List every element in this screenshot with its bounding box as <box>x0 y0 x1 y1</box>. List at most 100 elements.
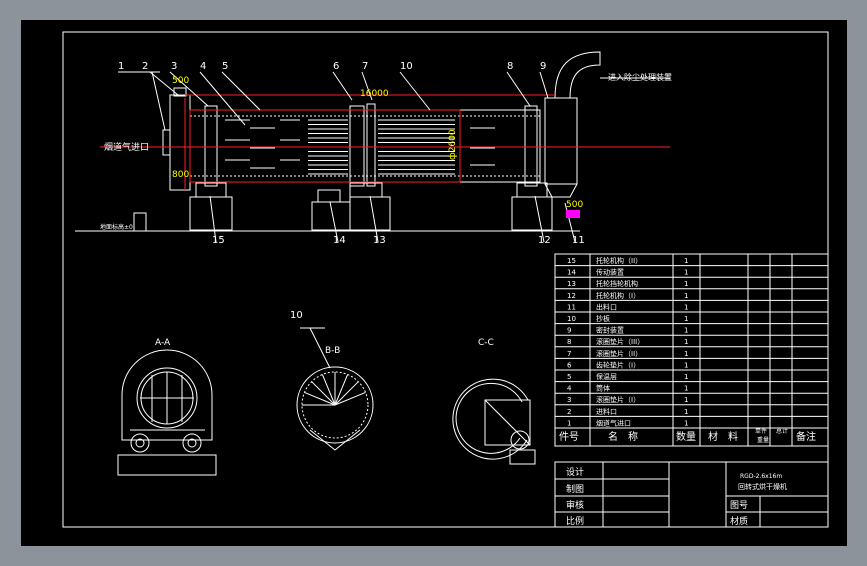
tb-material: 材质 <box>730 515 748 527</box>
bom-cell-name: 滚圈垫片（I） <box>596 395 640 404</box>
bb-spoke <box>304 391 336 406</box>
callout-8: 8 <box>507 61 513 72</box>
section-a-a <box>117 349 217 476</box>
tb-drawing-no: 图号 <box>730 500 748 511</box>
bom-cell-qty: 1 <box>684 338 688 346</box>
section-c-c <box>452 378 536 465</box>
outlet-marker <box>566 210 580 218</box>
bom-cell-qty: 1 <box>684 419 688 427</box>
title-block-text: 设计 制图 审核 比例 RGD-2.6x16m 回转式烘干燥机 图号 材质 <box>566 466 787 527</box>
callout-12: 12 <box>538 235 551 246</box>
bom-cell-name: 托轮挡轮机构 <box>596 279 638 288</box>
dim-500-bottom: 500 <box>566 200 583 210</box>
tb-title-2: 回转式烘干燥机 <box>738 482 787 491</box>
callout-10: 10 <box>400 61 413 72</box>
bom-cell-qty: 1 <box>684 257 688 265</box>
tb-scale: 比例 <box>566 515 584 527</box>
bom-cell-name: 保温层 <box>596 372 617 381</box>
dim-500-top: 500 <box>172 76 189 86</box>
bom-cell-name: 托轮机构（II） <box>596 256 642 265</box>
bom-cell-name: 抄板 <box>596 314 610 323</box>
tyre-3 <box>524 105 538 187</box>
bom-cell-name: 滚圈垫片（III） <box>596 337 644 346</box>
tb-design: 设计 <box>566 466 584 478</box>
floor-label: 地面标高±0 <box>100 223 133 231</box>
callout-leaders <box>118 71 670 131</box>
bb-spoke <box>334 374 349 406</box>
section-b-callout: 10 <box>290 310 303 321</box>
bom-header-remark: 备注 <box>796 430 816 443</box>
tyre-2 <box>349 105 365 187</box>
bom-cell-qty: 1 <box>684 385 688 393</box>
outlet-hood <box>544 97 578 185</box>
bom-cell-no: 5 <box>567 373 571 381</box>
section-b-title: B-B <box>325 346 340 356</box>
bom-header: 件号 名 称 数量 材 料 单件 总计 重量 备注 <box>559 427 816 444</box>
bom-cell-no: 15 <box>567 257 576 265</box>
bom-cell-name: 出料口 <box>596 302 617 311</box>
bom-cell-no: 2 <box>567 408 571 416</box>
bom-cell-qty: 1 <box>684 361 688 369</box>
bom-cell-no: 4 <box>567 385 572 393</box>
bom-header-name: 名 称 <box>608 430 638 443</box>
bom-header-weight: 重量 <box>757 436 769 444</box>
title-block <box>554 461 829 528</box>
callout-15: 15 <box>212 235 225 246</box>
section-c-title: C-C <box>478 338 494 348</box>
tb-title-1: RGD-2.6x16m <box>740 473 782 480</box>
bom-cell-qty: 1 <box>684 350 688 358</box>
outlet-label: 进入除尘处理装置 <box>608 72 672 82</box>
tb-check: 审核 <box>566 499 584 511</box>
callout-4: 4 <box>200 61 206 72</box>
bom-cell-name: 烟道气进口 <box>596 418 631 427</box>
dimension-texts: 500 800 16000 ф2600 500 <box>172 76 583 210</box>
bom-cell-no: 11 <box>567 303 576 311</box>
callout-7: 7 <box>362 61 368 72</box>
bom-cell-qty: 1 <box>684 280 688 288</box>
bom-cell-name: 传动装置 <box>596 268 624 277</box>
bom-cell-no: 13 <box>567 280 576 288</box>
bom-cell-qty: 1 <box>684 327 688 335</box>
bom-cell-qty: 1 <box>684 303 688 311</box>
bom-cell-qty: 1 <box>684 269 688 277</box>
bom-cell-qty: 1 <box>684 292 688 300</box>
bom-header-single: 单件 <box>755 427 767 435</box>
callout-1: 1 <box>118 61 124 72</box>
bom-cell-name: 筒体 <box>596 384 610 393</box>
section-outline <box>189 109 461 183</box>
tyre-1 <box>204 105 218 187</box>
dim-diameter: ф2600 <box>448 129 458 160</box>
bom-cell-no: 9 <box>567 327 571 335</box>
bottom-leaders <box>209 195 576 243</box>
bom-cell-no: 6 <box>567 361 572 369</box>
bom-cell-qty: 1 <box>684 408 688 416</box>
bom-cell-qty: 1 <box>684 373 688 381</box>
bom-cell-name: 托轮机构（I） <box>596 291 640 300</box>
bb-spoke <box>321 374 336 406</box>
callout-3: 3 <box>171 61 177 72</box>
dim-16000: 16000 <box>360 89 389 99</box>
callout-9: 9 <box>540 61 546 72</box>
bb-spoke <box>311 381 336 406</box>
bom-header-qty: 数量 <box>676 430 696 443</box>
bb-spoke <box>334 391 366 406</box>
bom-cell-name: 密封装置 <box>596 326 624 335</box>
tb-draw: 制图 <box>566 483 584 495</box>
gear-ring <box>366 103 376 187</box>
outlet-hopper <box>544 183 578 198</box>
drawing-sheet <box>21 20 847 546</box>
bom-cell-name: 齿轮垫片（I） <box>596 360 640 369</box>
section-a-title: A-A <box>155 338 171 348</box>
bom-cell-no: 7 <box>567 350 571 358</box>
bb-spoke <box>334 381 359 406</box>
bom-cell-qty: 1 <box>684 315 688 323</box>
bom-cell-name: 滚圈垫片（II） <box>596 349 642 358</box>
bom-cell-name: 进料口 <box>596 407 617 416</box>
lifter-plates <box>225 119 495 175</box>
bom-cell-no: 12 <box>567 292 576 300</box>
dim-800: 800 <box>172 170 189 180</box>
callout-11: 11 <box>572 235 585 246</box>
callout-14: 14 <box>333 235 346 246</box>
